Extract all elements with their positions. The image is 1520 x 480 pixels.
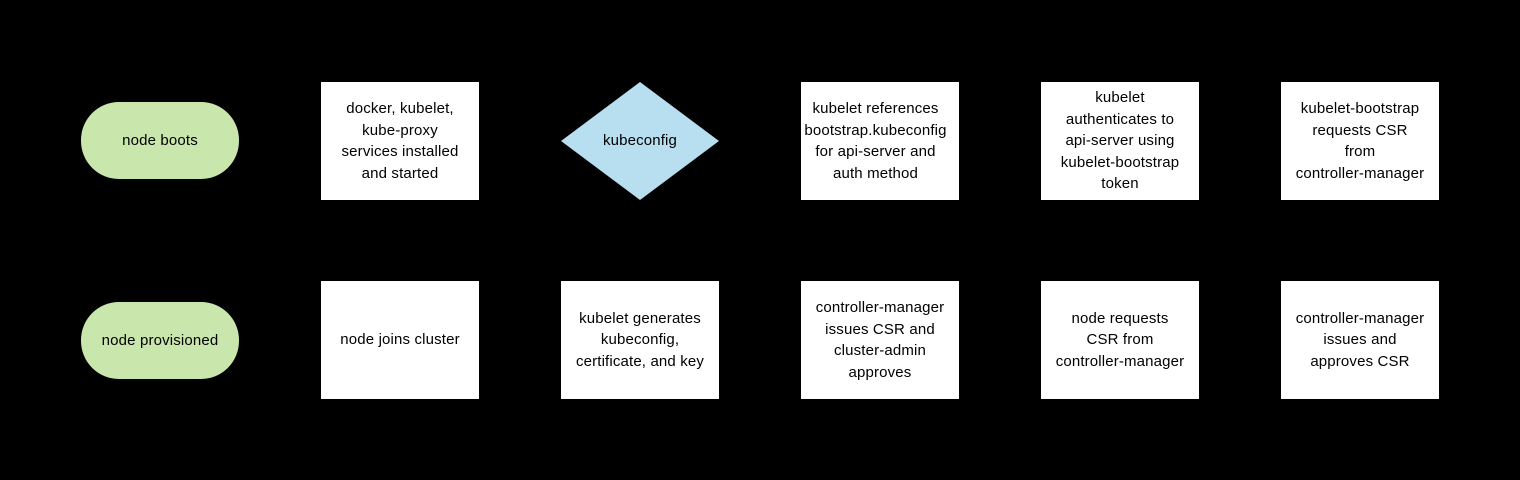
- flow-node-cm-issues-approves[interactable]: controller-manager issues CSR and cluste…: [801, 281, 959, 399]
- flow-node-label: controller-manager issues CSR and cluste…: [815, 299, 945, 381]
- flow-node-bootstrap-requests-csr[interactable]: kubelet-bootstrap requests CSR from cont…: [1281, 82, 1439, 200]
- flow-node-node-requests-csr[interactable]: node requests CSR from controller-manage…: [1041, 281, 1199, 399]
- flow-node-kubelet-generates[interactable]: kubelet generates kubeconfig, certificat…: [561, 281, 719, 399]
- flow-node-label: node provisioned: [101, 331, 219, 349]
- flow-node-label: node requests CSR from controller-manage…: [1055, 309, 1185, 370]
- flow-node-node-joins-cluster[interactable]: node joins cluster: [321, 281, 479, 399]
- flow-node-cm-issues-and-approves[interactable]: controller-manager issues and approves C…: [1281, 281, 1439, 399]
- flow-node-label: kubelet references bootstrap.kubeconfig …: [804, 100, 947, 182]
- flow-node-label: controller-manager issues and approves C…: [1295, 309, 1425, 370]
- flow-node-kubelet-authenticates[interactable]: kubelet authenticates to api-server usin…: [1041, 82, 1199, 200]
- flow-node-label: node joins cluster: [340, 331, 460, 349]
- flow-node-label: docker, kubelet, kube-proxy services ins…: [341, 100, 459, 182]
- flow-node-node-boots[interactable]: node boots: [81, 102, 239, 179]
- flow-node-label: kubelet generates kubeconfig, certificat…: [575, 309, 705, 370]
- flow-node-kubelet-references[interactable]: kubelet references bootstrap.kubeconfig …: [801, 82, 959, 200]
- flow-node-label: kubelet authenticates to api-server usin…: [1060, 89, 1180, 193]
- flow-node-kubeconfig[interactable]: kubeconfig: [561, 82, 719, 200]
- flow-node-label: kubeconfig: [602, 132, 678, 150]
- flow-node-label: node boots: [122, 131, 198, 149]
- flow-node-services-installed[interactable]: docker, kubelet, kube-proxy services ins…: [321, 82, 479, 200]
- flow-node-node-provisioned[interactable]: node provisioned: [81, 302, 239, 379]
- flow-node-label: kubelet-bootstrap requests CSR from cont…: [1295, 100, 1425, 182]
